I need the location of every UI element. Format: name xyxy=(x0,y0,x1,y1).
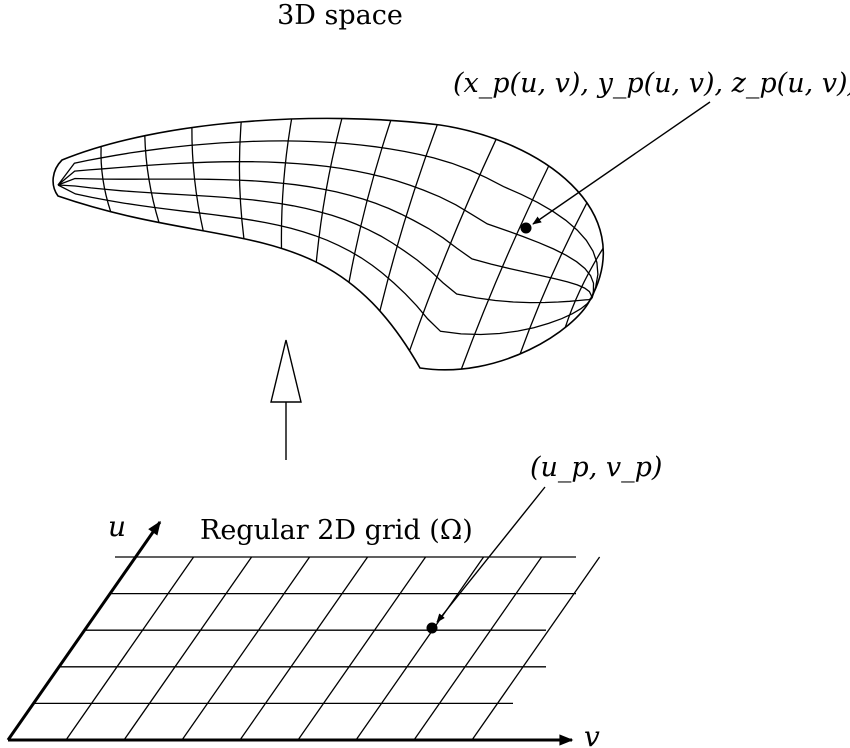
surface-u-line xyxy=(408,139,497,351)
grid-column-line xyxy=(413,556,543,741)
surface-v-line xyxy=(57,184,593,336)
axis-u-label: u xyxy=(108,510,126,543)
u-axis xyxy=(6,520,162,741)
surface-v-line xyxy=(57,184,593,304)
grid-title: Regular 2D grid (Ω) xyxy=(200,515,473,546)
surface-u-line xyxy=(191,127,204,231)
surface-u-line xyxy=(460,165,550,370)
regular-2d-grid xyxy=(33,556,601,741)
grid-column-line xyxy=(297,556,427,741)
grid-point-label: (u_p, v_p) xyxy=(530,452,662,483)
surface-u-line xyxy=(144,135,160,223)
grid-column-line xyxy=(355,556,485,741)
surface-point-label: (x_p(u, v), y_p(u, v), z_p(u, v)) xyxy=(453,68,850,99)
surface-u-line xyxy=(238,121,245,239)
surface-u-line xyxy=(280,118,293,249)
surface-u-line xyxy=(348,120,392,283)
surface-v-line xyxy=(57,161,595,299)
grid-column-line xyxy=(65,556,195,741)
surface-v-line xyxy=(57,140,599,299)
surface-u-line xyxy=(564,247,604,328)
grid-column-line xyxy=(181,556,311,741)
grid-column-line xyxy=(239,556,369,741)
surface-u-line xyxy=(519,202,588,355)
grid-column-line xyxy=(123,556,253,741)
curved-surface xyxy=(52,117,604,371)
surface-u-line xyxy=(379,124,438,312)
surface-u-line xyxy=(100,146,112,212)
grid-column-line xyxy=(471,556,601,741)
grid-point-marker xyxy=(426,486,546,634)
surface-u-line xyxy=(315,118,343,263)
space-title: 3D space xyxy=(277,0,403,31)
surface-point-marker xyxy=(520,101,711,234)
axes xyxy=(6,520,574,746)
surface-v-line xyxy=(57,177,593,299)
mapping-arrow xyxy=(270,339,302,460)
axis-v-label: v xyxy=(584,720,600,748)
